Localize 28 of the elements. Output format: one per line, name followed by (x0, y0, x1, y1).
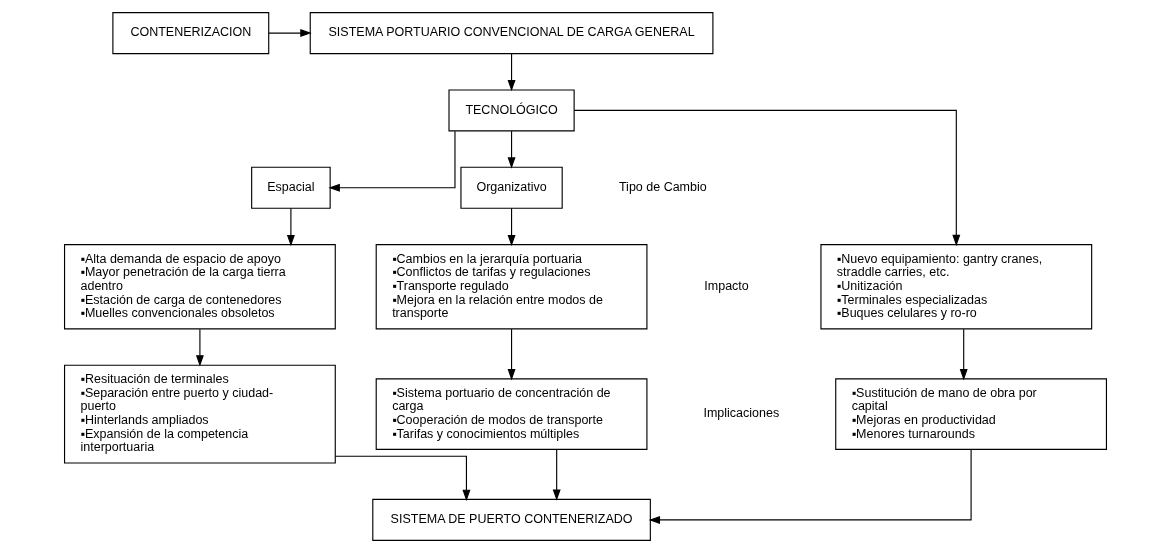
label: Impacto (704, 278, 749, 293)
arrow (648, 449, 972, 524)
arrow (959, 328, 968, 381)
node-box: ▪Alta demanda de espacio de apoyo ▪Mayor penetración de la carga tierra adentro ▪Estación de carga de contenedores ▪Muelles convencionales obsoletos (64, 244, 336, 330)
label: Implicaciones (703, 406, 780, 421)
arrow (507, 53, 516, 92)
arrow (328, 130, 456, 192)
node-box: ▪Cambios en la jerarquía portuaria ▪Conflictos de tarifas y regulaciones ▪Transporte regulado ▪Mejora en la relación entre modos de transporte (375, 244, 648, 330)
arrow (507, 328, 516, 381)
node-box: ▪Sistema portuario de concentración de carga ▪Cooperación de modos de transporte ▪Tarifas y conocimientos múltiples (375, 378, 648, 450)
node-box: SISTEMA PORTUARIO CONVENCIONAL DE CARGA GENERAL (309, 12, 714, 55)
node-box: TECNOLÓGICO (448, 89, 575, 132)
node-box: ▪Nuevo equipamiento: gantry cranes, straddle carries, etc. ▪Unitización ▪Terminales especializadas ▪Buques celulares y ro-ro (820, 244, 1093, 330)
arrow (507, 130, 516, 169)
arrow (286, 207, 295, 247)
arrow (268, 29, 312, 38)
node-box: SISTEMA DE PUERTO CONTENERIZADO (372, 498, 651, 541)
arrow (195, 328, 204, 367)
arrow (334, 455, 471, 502)
node-box: Organizativo (460, 166, 563, 209)
node-box: CONTENERIZACION (112, 12, 270, 55)
node-box: Espacial (251, 166, 331, 209)
label: Tipo de Cambio (618, 179, 707, 194)
node-box: ▪Sustitución de mano de obra por capital ▪Mejoras en productividad ▪Menores turnarounds (835, 378, 1107, 450)
arrow (507, 207, 516, 247)
arrow (573, 109, 961, 247)
node-box: ▪Resituación de terminales ▪Separación entre puerto y ciudad-puerto ▪Hinterlands ampliados ▪Expansión de la competencia interportuaria (64, 364, 336, 464)
arrow (552, 449, 561, 501)
